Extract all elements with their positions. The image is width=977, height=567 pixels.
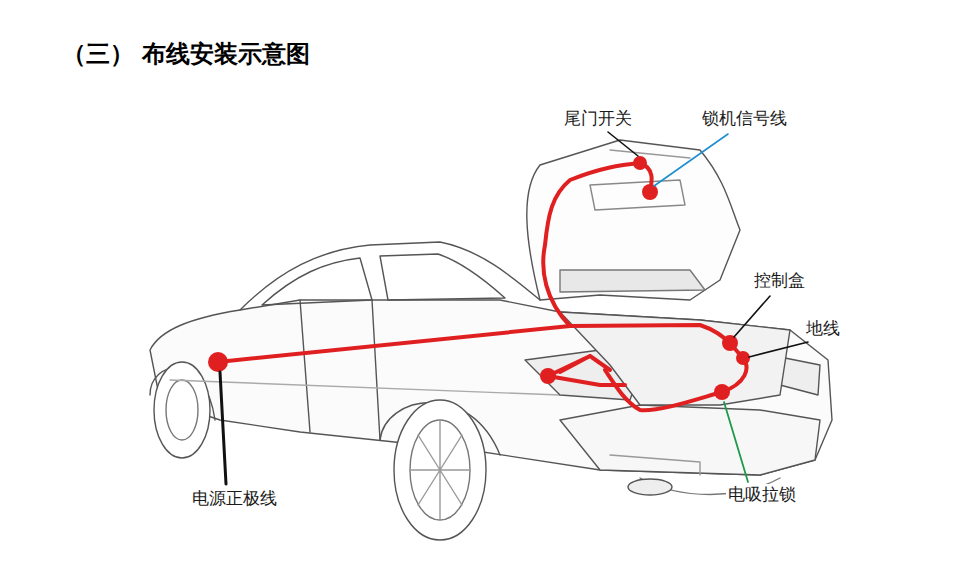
page-title: （三） 布线安装示意图: [62, 40, 310, 69]
part-label: 锁机信号线: [700, 108, 789, 128]
part-label: 地线: [804, 318, 842, 338]
part-label: 控制盒: [752, 270, 807, 290]
part-label: 电源正极线: [190, 488, 279, 508]
part-label: 电吸拉锁: [726, 484, 798, 504]
part-label: 尾门开关: [562, 108, 634, 128]
